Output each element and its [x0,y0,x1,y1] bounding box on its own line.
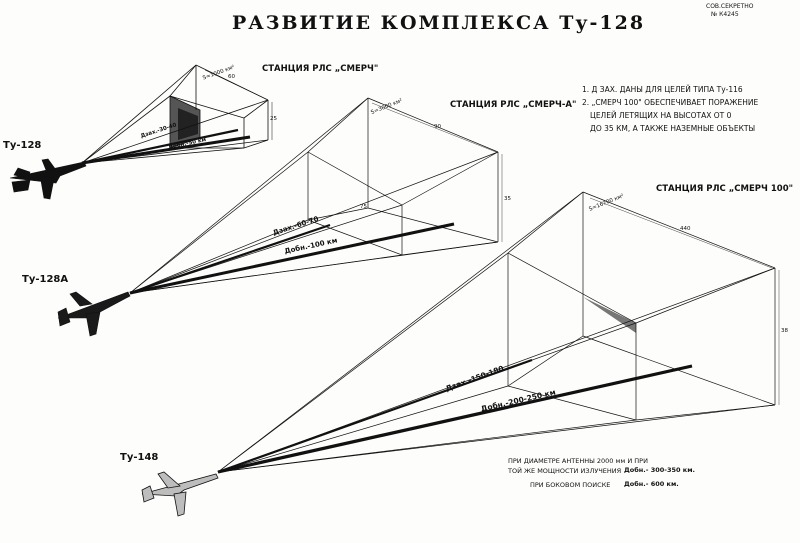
footnote-line2: ТОЙ ЖЕ МОЩНОСТИ ИЗЛУЧЕНИЯ [508,467,622,475]
tu128a-radar-diagram [129,97,503,295]
tu128a-width-label: 90 [434,124,441,130]
note-line-2: 2. „СМЕРЧ 100" ОБЕСПЕЧИВАЕТ ПОРАЖЕНИЕ [582,98,759,107]
tu128a-capture-beam [129,223,331,295]
tu128a-aux-label: 75 [360,204,367,210]
tu148-height-label: 38 [781,328,788,334]
page-title: РАЗВИТИЕ КОМПЛЕКСА Ту-128 [232,12,646,34]
tu148-radar-diagram [217,191,780,474]
note-line-1: 1. Д ЗАХ. ДАНЫ ДЛЯ ЦЕЛЕЙ ТИПА Ту-116 [582,85,743,94]
footnote-line1: ПРИ ДИАМЕТРЕ АНТЕННЫ 2000 мм И ПРИ [508,457,648,465]
footnote-line3: ПРИ БОКОВОМ ПОИСКЕ [530,481,611,489]
tu148-aircraft-icon [141,471,219,517]
tu148-capture-beam [217,358,533,474]
footnote-range1: Добн.- 300-350 км. [624,466,696,474]
tu148-label: Ту-148 [120,452,159,463]
tu128a-station-label: СТАНЦИЯ РЛС „СМЕРЧ-А" [450,100,577,110]
tu128-aircraft-icon [9,158,87,200]
tu128-station-label: СТАНЦИЯ РЛС „СМЕРЧ" [262,64,379,74]
tu128a-label: Ту-128А [22,274,69,285]
tu148-width-label: 440 [680,226,691,232]
tu128-detect-beam [81,135,251,165]
note-line-3: ЦЕЛЕЙ ЛЕТЯЩИХ НА ВЫСОТАХ ОТ 0 [590,111,732,120]
tu148-station-label: СТАНЦИЯ РЛС „СМЕРЧ 100" [656,184,794,194]
tu128a-aircraft-icon [57,291,131,337]
footnote-range2: Добн.- 600 км. [624,480,679,488]
tu128-width-label: 60 [228,74,235,80]
tu128a-detect-beam [129,222,455,295]
secrecy-stamp-line2: № К4245 [711,11,739,18]
secrecy-stamp-line1: СОВ.СЕКРЕТНО [706,3,754,10]
tu128-height-label: 25 [270,116,277,122]
tu128a-height-label: 35 [504,196,511,202]
tu128-radar-diagram [81,64,273,165]
tu148-detect-beam [217,364,693,474]
note-line-4: ДО 35 КМ, А ТАКЖЕ НАЗЕМНЫЕ ОБЪЕКТЫ [590,124,756,133]
tu128-label: Ту-128 [3,140,42,151]
